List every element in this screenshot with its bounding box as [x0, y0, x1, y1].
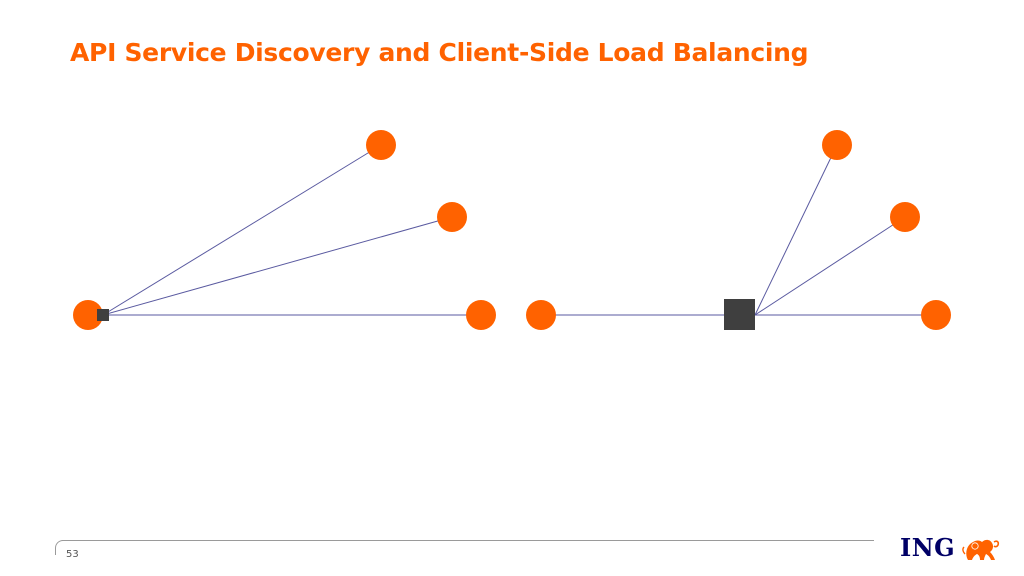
service-node-bottom [921, 300, 951, 330]
edge-load-balancer-to-service-top [754, 144, 838, 316]
service-node-top [366, 130, 396, 160]
service-node-middle [437, 202, 467, 232]
logo-text: ING [900, 533, 956, 562]
footer-hook [55, 540, 64, 555]
lion-icon [962, 539, 1000, 560]
page-number: 53 [66, 549, 79, 560]
load-balancer-node [724, 299, 755, 330]
client-node [526, 300, 556, 330]
server-side-diagram [526, 130, 951, 330]
footer-divider [62, 540, 874, 541]
client-load-balancer [97, 309, 109, 321]
edge-client-to-service-top [102, 144, 382, 316]
client-node [73, 300, 103, 330]
service-node-top [822, 130, 852, 160]
client-side-diagram [73, 130, 496, 330]
slide-title: API Service Discovery and Client-Side Lo… [70, 38, 809, 67]
service-node-middle [890, 202, 920, 232]
edge-load-balancer-to-service-middle [754, 216, 906, 316]
edge-client-to-service-middle [102, 216, 453, 316]
ing-logo: ING [900, 532, 1001, 564]
service-node-bottom [466, 300, 496, 330]
